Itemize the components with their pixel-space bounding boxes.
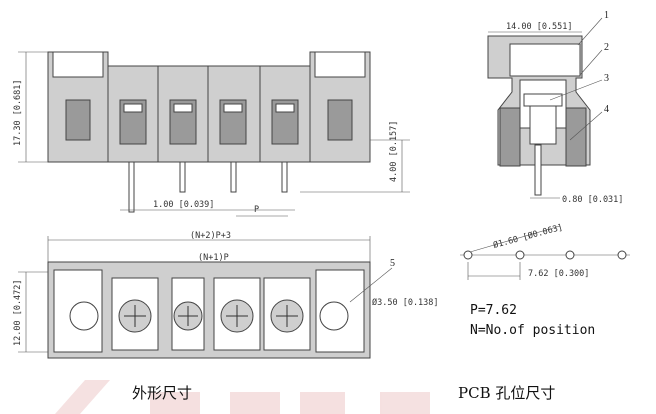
dim-height-total: 17.30 [0.681] [13, 79, 23, 146]
watermark-logo [55, 380, 430, 414]
front-view [18, 51, 410, 217]
callout-1: 1 [604, 10, 609, 21]
top-view [18, 236, 393, 359]
dim-pin-width: 1.00 [0.039] [153, 200, 214, 210]
dim-pcb-pitch: 7.62 [0.300] [528, 269, 589, 279]
dim-pcb-hole: Ø1.60 [Ø0.063] [492, 222, 564, 251]
dim-side-width: 14.00 [0.551] [506, 22, 573, 32]
note-positions: N=No.of position [470, 323, 595, 338]
side-view [487, 17, 603, 199]
callout-2: 2 [604, 42, 609, 53]
dim-width-total: 12.00 [0.472] [13, 279, 23, 346]
callout-5: 5 [390, 258, 395, 269]
dim-length-total: (N+2)P+3 [190, 231, 231, 241]
callout-4: 4 [604, 104, 609, 115]
note-pitch: P=7.62 [470, 303, 517, 318]
pcb-layout [460, 225, 630, 280]
callout-3: 3 [604, 73, 609, 84]
caption-pcb: PCB 孔位尺寸 [458, 384, 555, 402]
dim-pin-thick: 0.80 [0.031] [562, 195, 623, 205]
dim-hole-dia: Ø3.50 [0.138] [372, 297, 439, 308]
dim-length-inner: (N+1)P [198, 253, 229, 263]
caption-outline: 外形尺寸 [132, 384, 192, 402]
dim-pitch: P [254, 205, 259, 215]
dim-pin-length: 4.00 [0.157] [389, 121, 399, 182]
